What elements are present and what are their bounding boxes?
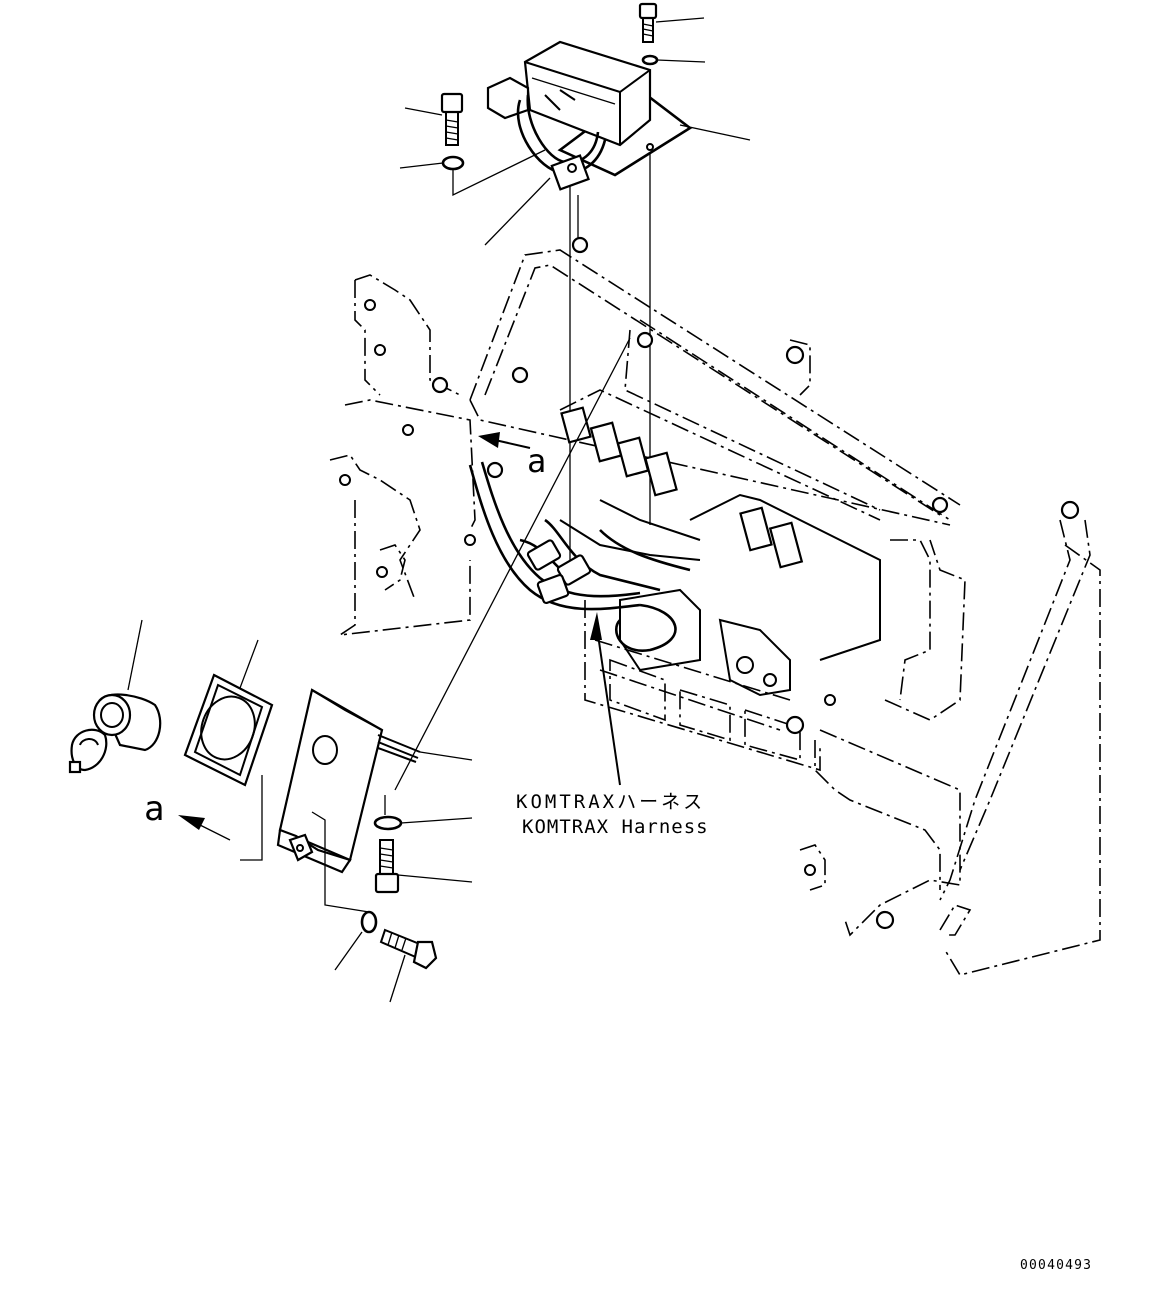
harness-label-jp: KOMTRAXハーネス <box>516 791 705 813</box>
socket-bracket <box>276 688 473 874</box>
view-label-lower: a <box>144 789 164 829</box>
washer-lower <box>373 815 473 831</box>
harness-label-en: KOMTRAX Harness <box>522 816 709 838</box>
bolt-top-left <box>404 92 464 146</box>
bolt-top-right <box>638 2 705 43</box>
bolt-lower-vertical <box>374 839 473 894</box>
washer-top-left <box>399 149 546 197</box>
washer-top-right <box>641 54 706 66</box>
drawing-number: 00040493 <box>1020 1258 1092 1273</box>
machine-frame <box>329 249 1101 976</box>
view-arrow-upper: a <box>478 432 546 480</box>
controller-unit <box>486 40 693 191</box>
relay-cluster <box>559 406 881 697</box>
trim-plate <box>183 639 274 787</box>
bolt-lower-horizontal <box>379 928 438 1003</box>
frame-bolts <box>339 236 1080 930</box>
power-socket <box>68 619 162 774</box>
harness-callout: KOMTRAXハーネス KOMTRAX Harness <box>516 612 709 838</box>
komtrax-harness <box>468 461 691 652</box>
washer-small <box>311 811 378 971</box>
view-arrow-lower: a <box>144 775 263 861</box>
view-label-upper: a <box>527 442 546 480</box>
